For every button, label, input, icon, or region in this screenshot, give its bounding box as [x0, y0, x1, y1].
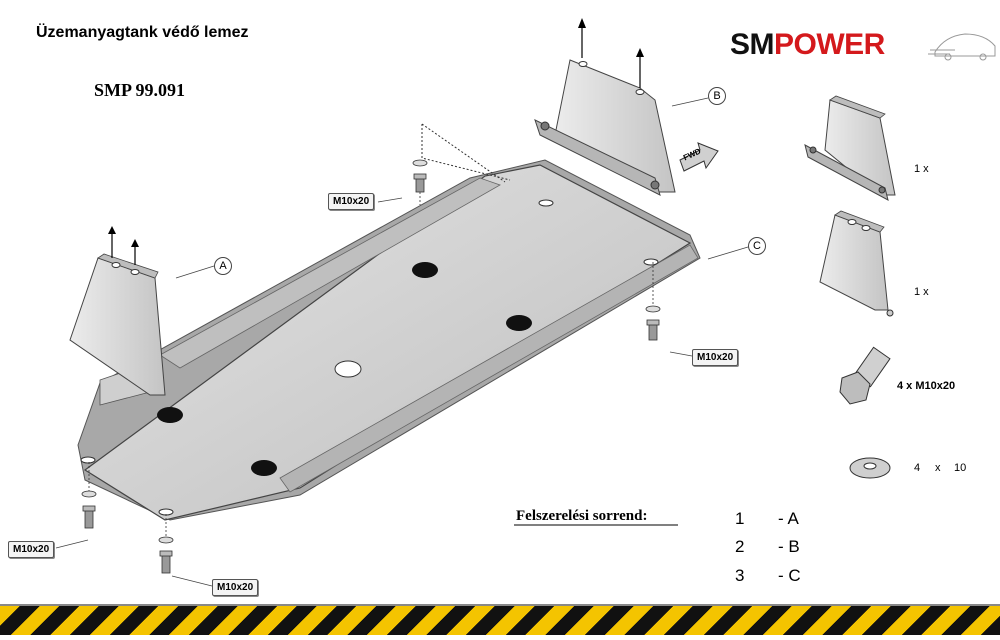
bracket-a	[69, 226, 166, 396]
bolt-tag-top: M10x20	[328, 193, 375, 210]
alignment-dashed-line-2	[421, 123, 506, 183]
brand-logo: SMPOWER	[730, 28, 885, 62]
brand-car-icon	[928, 33, 996, 61]
sequence-step-3-label: - C	[778, 566, 801, 585]
parts-qty-washer-x: x	[935, 462, 941, 474]
sequence-step-2-num: 2	[735, 537, 745, 556]
sequence-step-1-num: 1	[735, 509, 745, 528]
parts-qty-washer-num: 4	[914, 462, 921, 474]
bolt-tag-right: M10x20	[692, 349, 739, 366]
alignment-dashed-line	[421, 124, 511, 181]
bolt-axis-lines	[88, 192, 654, 537]
sequence-title: Felszerelési sorrend:	[516, 508, 648, 524]
spare-bracket-a	[819, 210, 894, 317]
callout-b: B	[708, 87, 726, 105]
washer-icon	[849, 457, 891, 479]
fwd-arrow	[679, 142, 719, 172]
parts-qty-washer-size: 10	[954, 462, 967, 474]
callout-c: C	[748, 237, 766, 255]
leader-lines	[55, 97, 749, 587]
bolt-tag-left: M10x20	[8, 541, 55, 558]
brand-part-sm: SM	[730, 28, 775, 61]
sequence-step-1-label: - A	[778, 509, 799, 528]
hazard-stripe-footer	[0, 606, 1000, 635]
skid-plate-c	[77, 159, 701, 521]
hazard-stripe-edge	[0, 604, 1000, 606]
bracket-b	[534, 18, 676, 196]
plate-holes	[80, 199, 659, 516]
parts-qty-bracket-a: 1 x	[914, 286, 929, 298]
sequence-step-2-label: - B	[778, 537, 800, 556]
bolt-tag-bottom: M10x20	[212, 579, 259, 596]
bolt-large-icon	[839, 346, 891, 405]
sequence-step-3-num: 3	[735, 566, 745, 585]
parts-qty-bolts: 4 x M10x20	[897, 380, 956, 392]
brand-part-power: POWER	[774, 28, 885, 61]
spare-bracket-b	[804, 95, 896, 201]
callout-a: A	[214, 257, 232, 275]
parts-qty-bracket-b: 1 x	[914, 163, 929, 175]
product-code: SMP 99.091	[94, 80, 186, 100]
page-title: Üzemanyagtank védő lemez	[36, 24, 249, 41]
